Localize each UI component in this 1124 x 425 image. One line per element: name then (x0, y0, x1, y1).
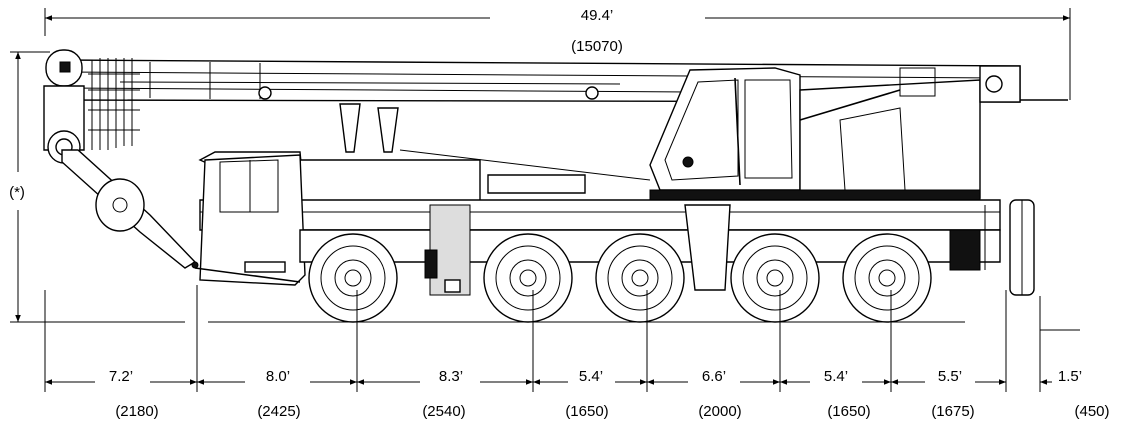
hook-block (95, 178, 145, 232)
segment-2-feet: 8.0’ (266, 368, 290, 385)
ground-line (10, 321, 1080, 331)
segment-1-feet: 7.2’ (109, 368, 133, 385)
segment-3-mm: (2540) (422, 403, 465, 420)
wheel-5 (842, 233, 932, 323)
wheel-2 (483, 233, 573, 323)
overall-length-mm: (15070) (571, 38, 623, 55)
segment-5-feet: 6.6’ (702, 368, 726, 385)
boom-head (43, 49, 140, 164)
segment-5-mm: (2000) (698, 403, 741, 420)
segment-4-mm: (1650) (565, 403, 608, 420)
crane-cab (649, 67, 801, 191)
wheel-1 (308, 233, 398, 323)
segment-1-mm: (2180) (115, 403, 158, 420)
wheel-3 (595, 233, 685, 323)
segment-6-feet: 5.4’ (824, 368, 848, 385)
segment-8-mm: (450) (1074, 403, 1109, 420)
height-label: (*) (9, 184, 25, 201)
segment-7-feet: 5.5’ (938, 368, 962, 385)
segment-8-feet: 1.5’ (1058, 368, 1082, 385)
segment-7-mm: (1675) (931, 403, 974, 420)
crane-illustration (43, 49, 1068, 323)
overall-length-dimension: 49.4’ (15070) (44, 7, 1071, 100)
wheel-4 (730, 233, 820, 323)
height-dimension: (*) (9, 51, 50, 322)
segment-6-mm: (1650) (827, 403, 870, 420)
segment-2-mm: (2425) (257, 403, 300, 420)
segment-dimensions: 7.2’ 8.0’ 8.3’ 5.4’ 6.6’ 5.4’ 5.5’ 1.5’ … (44, 285, 1110, 420)
carrier-cab (194, 154, 306, 286)
segment-4-feet: 5.4’ (579, 368, 603, 385)
segment-3-feet: 8.3’ (439, 368, 463, 385)
overall-length-feet: 49.4’ (581, 7, 614, 24)
